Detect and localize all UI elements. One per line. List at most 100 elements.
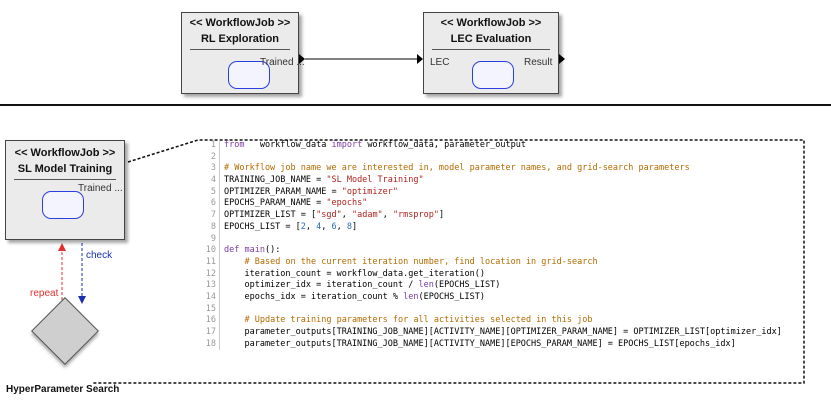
code-token: len: [418, 280, 434, 291]
sl-job-separator: [14, 179, 116, 180]
code-line: 14 epochs_idx = iteration_count % len(EP…: [200, 291, 800, 304]
lec-job-stereotype: << WorkflowJob >>: [440, 17, 542, 29]
code-token: (EPOCHS_LIST): [433, 280, 501, 291]
code-line: 15: [200, 303, 800, 316]
code-line-number: 6: [200, 198, 220, 211]
hyperparameter-search-label: HyperParameter Search: [6, 384, 120, 395]
code-token: # Workflow job name we are interested in…: [224, 163, 690, 174]
code-token: ,: [336, 221, 347, 232]
lec-input-port-icon[interactable]: [417, 54, 423, 64]
sl-job-stereotype: << WorkflowJob >>: [14, 147, 116, 159]
code-line-number: 8: [200, 221, 220, 234]
code-line: 11 # Based on the current iteration numb…: [200, 256, 800, 269]
rl-job-output-port-label: Trained ...: [260, 57, 305, 68]
code-line-number: 15: [200, 303, 220, 316]
code-token: ,: [321, 221, 332, 232]
check-edge-label: check: [86, 250, 113, 261]
code-token: from: [224, 140, 250, 150]
code-callout: 1 from workflow_data import workflow_data…: [200, 140, 800, 383]
code-token: workflow_data, parameter_output: [367, 140, 526, 150]
lec-job-activity-pill[interactable]: [472, 61, 514, 89]
code-token: parameter_outputs[TRAINING_JOB_NAME][ACT…: [224, 327, 782, 337]
rl-job-name: RL Exploration: [200, 33, 280, 45]
rl-job-stereotype: << WorkflowJob >>: [189, 17, 291, 29]
code-token: 4: [316, 221, 322, 232]
code-line-number: 13: [200, 280, 220, 292]
repeat-edge-label: repeat: [30, 288, 59, 299]
code-token: 6: [331, 221, 337, 232]
code-token: "adam": [351, 210, 383, 221]
code-token: ,: [305, 221, 317, 232]
code-token: "optimizer": [341, 186, 398, 197]
code-token: iteration_count = workflow_data.get_iter…: [224, 268, 485, 279]
code-line-number: 10: [200, 245, 220, 257]
lec-job-name: LEC Evaluation: [450, 33, 532, 45]
code-token: ,: [341, 210, 352, 221]
code-line-number: 17: [200, 327, 220, 339]
code-line: 17 parameter_outputs[TRAINING_JOB_NAME][…: [200, 327, 800, 339]
code-token: parameter_outputs[TRAINING_JOB_NAME][ACT…: [224, 338, 736, 349]
code-line-number: 2: [200, 151, 220, 164]
code-line: 10 def main():: [200, 245, 800, 257]
code-token: EPOCHS_PARAM_NAME =: [224, 198, 327, 209]
code-token: 2: [300, 221, 306, 232]
code-line: 6 EPOCHS_PARAM_NAME = "epochs": [200, 198, 800, 211]
code-token: main: [244, 245, 265, 256]
code-token: ]: [439, 210, 445, 221]
code-line-number: 3: [200, 163, 220, 176]
section-divider: [0, 104, 831, 106]
code-line-number: 18: [200, 338, 220, 351]
rl-job-separator: [190, 49, 290, 50]
code-token: ():: [264, 245, 281, 256]
rl-exploration-job[interactable]: << WorkflowJob >> RL Exploration Trained…: [181, 12, 305, 94]
code-token: (EPOCHS_LIST): [418, 291, 486, 302]
rl-job-activity-pill[interactable]: [228, 61, 270, 89]
code-line-number: 4: [200, 175, 220, 187]
code-token: "SL Model Training": [326, 175, 424, 186]
code-token: OPTIMIZER_PARAM_NAME =: [224, 186, 342, 197]
code-line: 1 from workflow_data import workflow_data…: [200, 140, 800, 152]
code-token: ,: [382, 210, 393, 221]
code-line: 2: [200, 151, 800, 164]
code-token: "epochs": [326, 198, 368, 209]
code-token: [224, 315, 244, 325]
rl-output-port-icon[interactable]: [299, 54, 305, 64]
code-line: 4 TRAINING_JOB_NAME = "SL Model Training": [200, 175, 800, 187]
code-token: # Based on the current iteration number,…: [244, 256, 598, 267]
lec-job-separator: [432, 49, 550, 50]
code-token: def: [224, 245, 245, 256]
code-line-number: 16: [200, 315, 220, 328]
code-token: [224, 257, 244, 267]
code-line: 18 parameter_outputs[TRAINING_JOB_NAME][…: [200, 338, 800, 351]
code-line-number: 12: [200, 268, 220, 281]
code-line-number: 11: [200, 256, 220, 269]
code-line: 16 # Update training parameters for all …: [200, 315, 800, 328]
lec-output-port-icon[interactable]: [559, 54, 565, 64]
sl-job-output-port-label: Trained ...: [78, 183, 123, 194]
code-line-number: 1: [200, 140, 220, 152]
code-token: workflow_data: [249, 140, 332, 150]
sl-job-activity-pill[interactable]: [42, 191, 84, 219]
code-token: optimizer_idx = iteration_count /: [224, 280, 419, 291]
code-token: len: [403, 291, 419, 302]
sl-model-training-job[interactable]: << WorkflowJob >> SL Model Training Trai…: [5, 140, 125, 240]
code-token: "rmsprop": [392, 210, 439, 221]
code-token: OPTIMIZER_LIST = [: [224, 210, 317, 221]
lec-job-input-port-label: LEC: [430, 57, 450, 68]
lec-job-output-port-label: Result: [524, 57, 553, 68]
code-line: 3 # Workflow job name we are interested i…: [200, 163, 800, 176]
code-token: import: [331, 140, 368, 150]
code-token: ]: [352, 221, 358, 232]
lec-evaluation-job[interactable]: << WorkflowJob >> LEC Evaluation LEC Res…: [423, 12, 559, 94]
code-line: 12 iteration_count = workflow_data.get_i…: [200, 268, 800, 281]
code-token: EPOCHS_LIST = [: [224, 221, 301, 232]
code-line-number: 9: [200, 233, 220, 246]
code-token: TRAINING_JOB_NAME =: [224, 175, 327, 186]
code-token: # Update training parameters for all act…: [244, 315, 593, 326]
code-line: 9: [200, 233, 800, 246]
sl-job-name: SL Model Training: [17, 163, 113, 175]
